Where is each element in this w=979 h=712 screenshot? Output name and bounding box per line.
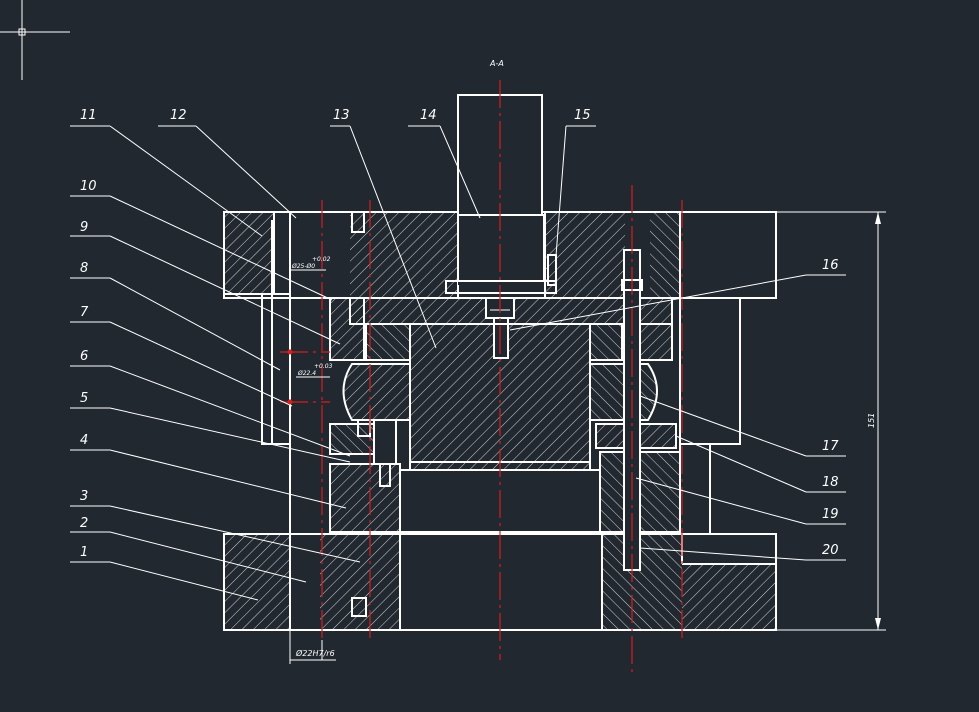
- part-label-14: 14: [420, 108, 437, 123]
- part-label-5: 5: [80, 391, 88, 406]
- right-outer-body[interactable]: [679, 211, 777, 535]
- leader-lines-right: [408, 125, 846, 561]
- shank[interactable]: [445, 94, 557, 294]
- ucs-crosshair-icon: [0, 0, 70, 80]
- overall-height-label: 151: [867, 413, 876, 428]
- part-label-17: 17: [822, 439, 839, 454]
- fit-annotations: Ø25-Ø0 +0.02 Ø22.4 +0.03 Ø22H7/r6: [289, 256, 336, 664]
- left-guide-block[interactable]: [329, 297, 411, 487]
- section-title: A-A: [489, 59, 504, 68]
- part-label-13: 13: [333, 108, 350, 123]
- part-label-12: 12: [170, 108, 187, 123]
- centerlines: [280, 80, 683, 675]
- part-label-4: 4: [80, 433, 88, 448]
- tol-mid-label: +0.03: [314, 363, 333, 370]
- part-label-19: 19: [822, 507, 839, 522]
- fit-top-label: Ø25-Ø0: [291, 263, 315, 270]
- part-label-9: 9: [80, 220, 88, 235]
- leader-lines-left: [70, 125, 437, 601]
- tol-top-label: +0.02: [312, 256, 331, 263]
- part-label-10: 10: [80, 179, 97, 194]
- part-label-20: 20: [822, 543, 839, 558]
- datum-marks: [287, 349, 293, 405]
- fit-mid-label: Ø22.4: [297, 370, 316, 377]
- main-punch[interactable]: [409, 323, 591, 471]
- part-label-2: 2: [80, 516, 88, 531]
- fit-bottom-label: Ø22H7/r6: [295, 648, 335, 658]
- part-label-18: 18: [822, 475, 839, 490]
- part-labels: 11 12 13 14 15 10 9 8 7 6 5 4 3 2 1 16 1…: [80, 108, 839, 560]
- part-label-16: 16: [822, 258, 839, 273]
- part-label-1: 1: [80, 545, 88, 560]
- part-label-11: 11: [80, 108, 97, 123]
- part-label-7: 7: [80, 305, 89, 320]
- part-label-15: 15: [574, 108, 591, 123]
- part-label-3: 3: [80, 489, 88, 504]
- part-label-6: 6: [80, 349, 88, 364]
- bottom-plate[interactable]: [223, 533, 777, 631]
- height-dimension: 151: [776, 211, 886, 631]
- part-label-8: 8: [80, 261, 88, 276]
